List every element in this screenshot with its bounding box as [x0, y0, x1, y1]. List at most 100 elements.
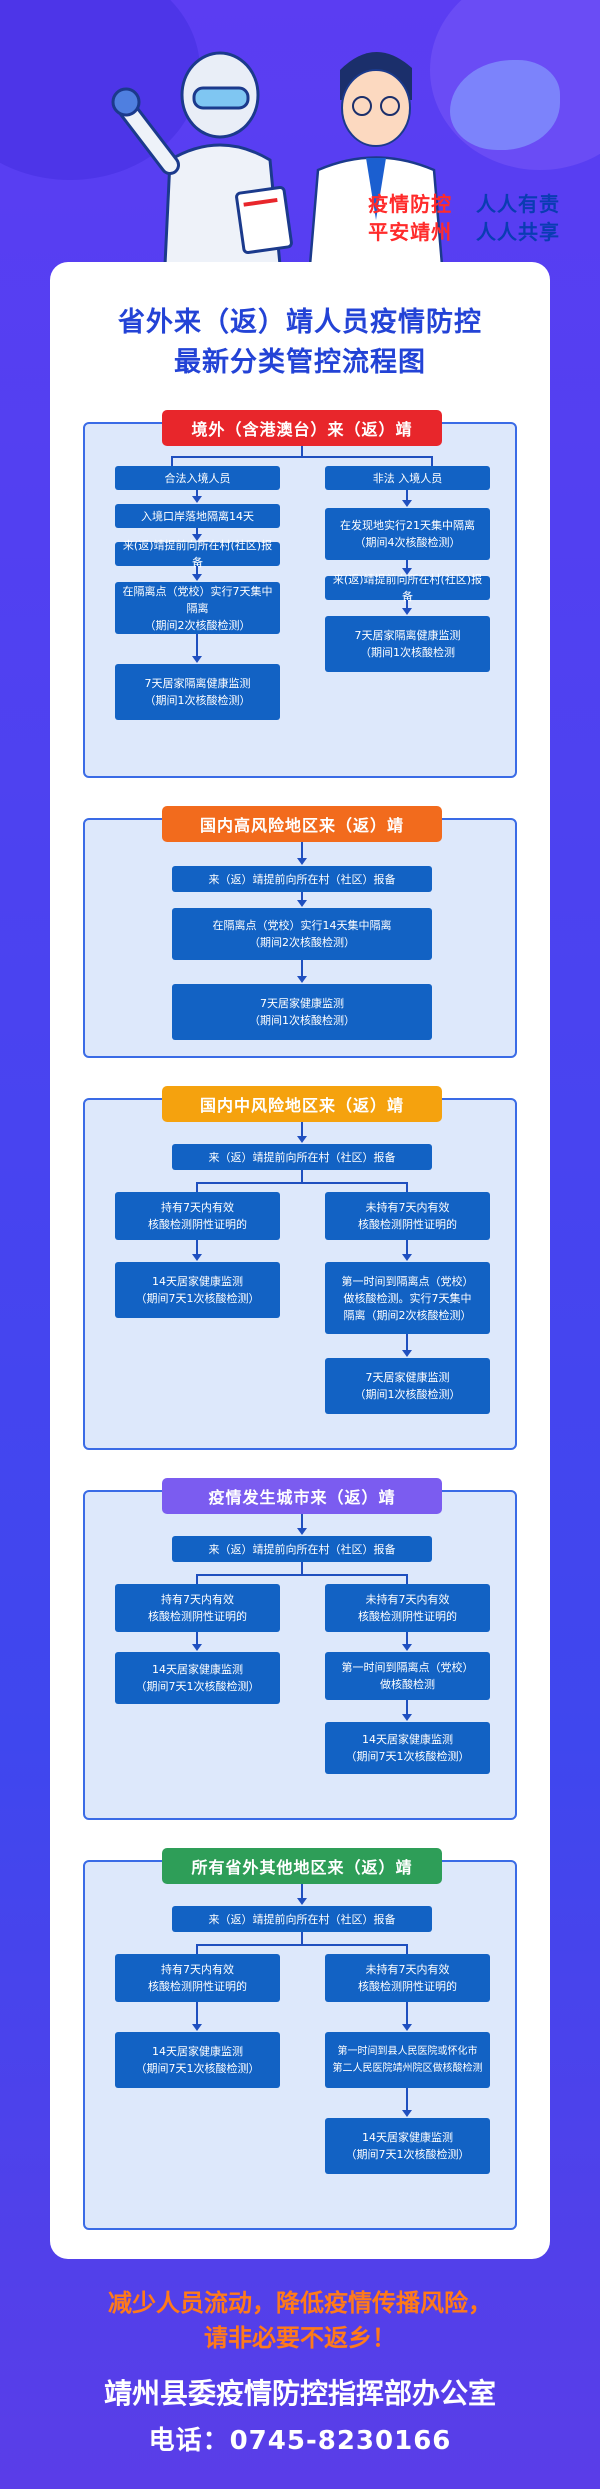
- flow-connector: [301, 446, 303, 456]
- flow-connector: [301, 1562, 303, 1574]
- flow-arrow-icon: [402, 2110, 412, 2117]
- flow-arrow-icon: [297, 858, 307, 865]
- flow-connector: [196, 1574, 198, 1584]
- flow-connector: [196, 2002, 198, 2026]
- section-outbreak-city: 疫情发生城市来（返）靖 来（返）靖提前向所在村（社区）报备 持有7天内有效 核酸…: [83, 1478, 517, 1820]
- flow-box: 持有7天内有效 核酸检测阴性证明的: [115, 1954, 280, 2002]
- footer-phone: 电话：0745-8230166: [148, 2426, 452, 2456]
- flow-connector: [406, 490, 408, 502]
- footer-appeal-line-1: 减少人员流动，降低疫情传播风险，: [108, 2289, 492, 2317]
- flow-connector: [406, 2088, 408, 2112]
- page-title-line-1: 省外来（返）靖人员疫情防控: [118, 307, 482, 338]
- footer-appeal-line-2: 请非必要不返乡！: [204, 2324, 396, 2352]
- flow-box: 来（返）靖提前向所在村（社区）报备: [172, 1536, 432, 1562]
- flow-arrow-icon: [297, 976, 307, 983]
- flowchart-card: 省外来（返）靖人员疫情防控 最新分类管控流程图 境外（含港澳台）来（返）靖 合法…: [50, 262, 550, 2259]
- flow-arrow-icon: [192, 1254, 202, 1261]
- flow-connector: [196, 1182, 198, 1192]
- flow-connector: [431, 456, 433, 466]
- flow-arrow-icon: [402, 608, 412, 615]
- flow-box: 持有7天内有效 核酸检测阴性证明的: [115, 1192, 280, 1240]
- flow-connector: [301, 1122, 303, 1138]
- header-illustration: 疫情防控 人人有责 平安靖州 人人共享: [0, 0, 600, 265]
- section-banner: 境外（含港澳台）来（返）靖: [162, 410, 442, 446]
- flow-arrow-icon: [192, 1644, 202, 1651]
- flow-arrow-icon: [297, 1528, 307, 1535]
- flow-connector: [196, 1240, 198, 1256]
- flow-connector: [301, 892, 303, 902]
- slogan-part: 人人有责: [476, 192, 560, 216]
- flow-arrow-icon: [402, 568, 412, 575]
- slogan-line-1: 疫情防控 人人有责: [368, 188, 560, 217]
- flow-arrow-icon: [297, 900, 307, 907]
- flow-connector: [196, 1944, 198, 1954]
- flow-box: 在隔离点（党校）实行7天集中隔离 （期间2次核酸检测）: [115, 582, 280, 634]
- flow-connector: [196, 1632, 198, 1646]
- flow-arrow-icon: [192, 534, 202, 541]
- flow-box: 7天居家隔离健康监测 （期间1次核酸检测: [325, 616, 490, 672]
- slogan-part: 平安靖州: [368, 220, 453, 244]
- flow-box: 来（返）靖提前向所在村（社区）报备: [172, 866, 432, 892]
- flow-connector: [196, 1944, 408, 1946]
- section-high-risk: 国内高风险地区来（返）靖 来（返）靖提前向所在村（社区）报备 在隔离点（党校）实…: [83, 806, 517, 1058]
- flow-arrow-icon: [192, 574, 202, 581]
- flow-connector: [301, 842, 303, 860]
- flow-connector: [301, 1514, 303, 1530]
- doctor-illustration: [308, 51, 444, 265]
- flow-box: 14天居家健康监测 （期间7天1次核酸检测）: [115, 2032, 280, 2088]
- section-medium-risk: 国内中风险地区来（返）靖 来（返）靖提前向所在村（社区）报备 持有7天内有效 核…: [83, 1086, 517, 1450]
- flow-connector: [406, 1240, 408, 1256]
- flow-box: 来（返）靖提前向所在村（社区）报备: [172, 1906, 432, 1932]
- flow-connector: [196, 528, 198, 536]
- flow-connector: [406, 2002, 408, 2026]
- flow-box: 未持有7天内有效 核酸检测阴性证明的: [325, 1954, 490, 2002]
- flow-connector: [196, 566, 198, 576]
- flow-box: 来(返)靖提前向所在村(社区)报备: [115, 539, 280, 569]
- flow-arrow-icon: [402, 2024, 412, 2031]
- flow-connector: [301, 960, 303, 978]
- flow-connector: [406, 1574, 408, 1584]
- medical-worker-illustration: [111, 51, 293, 265]
- flow-box: 非法 入境人员: [325, 466, 490, 490]
- section-banner: 国内中风险地区来（返）靖: [162, 1086, 442, 1122]
- flow-box: 来(返)靖提前向所在村(社区)报备: [325, 573, 490, 603]
- flow-box: 7天居家健康监测 （期间1次核酸检测）: [325, 1358, 490, 1414]
- flow-box: 来（返）靖提前向所在村（社区）报备: [172, 1144, 432, 1170]
- flow-box: 持有7天内有效 核酸检测阴性证明的: [115, 1584, 280, 1632]
- flow-connector: [406, 600, 408, 610]
- flow-arrow-icon: [192, 656, 202, 663]
- section-other-regions: 所有省外其他地区来（返）靖 来（返）靖提前向所在村（社区）报备 持有7天内有效 …: [83, 1848, 517, 2230]
- flow-connector: [406, 1700, 408, 1716]
- flow-connector: [196, 490, 198, 498]
- flow-box: 未持有7天内有效 核酸检测阴性证明的: [325, 1584, 490, 1632]
- flow-arrow-icon: [402, 500, 412, 507]
- flow-arrow-icon: [402, 1350, 412, 1357]
- flow-connector: [406, 560, 408, 570]
- flow-connector: [171, 456, 173, 466]
- flow-box: 14天居家健康监测 （期间7天1次核酸检测）: [115, 1262, 280, 1318]
- flow-connector: [196, 1182, 408, 1184]
- section-banner: 所有省外其他地区来（返）靖: [162, 1848, 442, 1884]
- slogan-part: 人人共享: [476, 220, 560, 244]
- flow-arrow-icon: [402, 1714, 412, 1721]
- flow-connector: [406, 1944, 408, 1954]
- section-banner: 疫情发生城市来（返）靖: [162, 1478, 442, 1514]
- flow-box: 在隔离点（党校）实行14天集中隔离 （期间2次核酸检测）: [172, 908, 432, 960]
- flow-connector: [301, 1884, 303, 1900]
- flow-connector: [301, 1170, 303, 1182]
- page-title-line-2: 最新分类管控流程图: [174, 347, 426, 378]
- flow-box: 未持有7天内有效 核酸检测阴性证明的: [325, 1192, 490, 1240]
- flow-arrow-icon: [192, 496, 202, 503]
- flow-arrow-icon: [402, 1644, 412, 1651]
- flow-arrow-icon: [402, 1254, 412, 1261]
- flow-box: 14天居家健康监测 （期间7天1次核酸检测）: [325, 1722, 490, 1774]
- slogan-part: 疫情防控: [368, 192, 453, 216]
- slogan-line-2: 平安靖州 人人共享: [368, 216, 560, 245]
- flow-box: 入境口岸落地隔离14天: [115, 504, 280, 528]
- flow-connector: [171, 456, 433, 458]
- flow-arrow-icon: [297, 1898, 307, 1905]
- flow-arrow-icon: [297, 1136, 307, 1143]
- flow-box: 第一时间到隔离点（党校） 做核酸检测。实行7天集中 隔离（期间2次核酸检测）: [325, 1262, 490, 1334]
- flow-box: 7天居家健康监测 （期间1次核酸检测）: [172, 984, 432, 1040]
- flow-connector: [301, 1932, 303, 1944]
